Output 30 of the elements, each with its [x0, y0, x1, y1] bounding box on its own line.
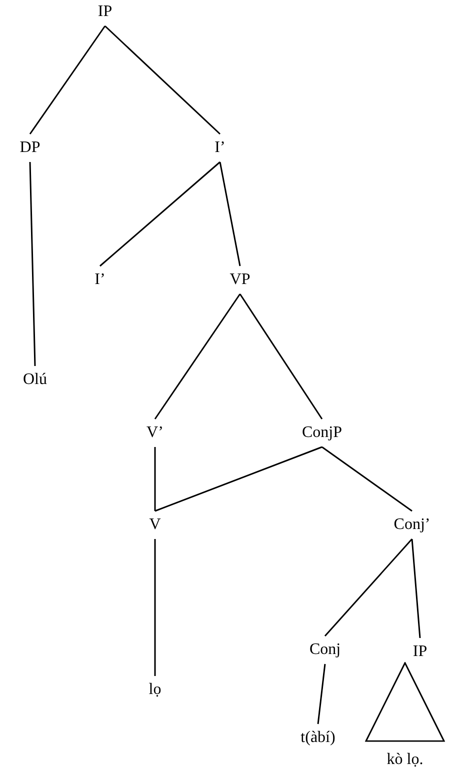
- branch-line: [324, 538, 413, 636]
- branch-line: [104, 25, 221, 135]
- branch-line: [29, 162, 36, 366]
- tree-node-label: VP: [230, 270, 250, 290]
- word-label: kò lọ.: [386, 750, 424, 770]
- tree-node-label: ConjP: [302, 423, 342, 443]
- branch-line: [239, 294, 323, 420]
- tree-node-label: IP: [412, 642, 428, 662]
- branch-line: [219, 162, 241, 266]
- branch-line: [411, 538, 421, 638]
- branch-line: [100, 161, 220, 267]
- branch-line: [29, 26, 106, 134]
- tree-node-label: IP: [98, 2, 112, 22]
- triangle-symbol: [365, 662, 445, 742]
- tree-node-label: I’: [94, 270, 106, 290]
- tree-node-label: DP: [20, 138, 40, 158]
- tree-node-label: lọ: [148, 680, 162, 700]
- tree-node-label: t(àbí): [300, 728, 336, 748]
- tree-node-label: V: [149, 515, 161, 535]
- tree-node-label: I’: [214, 138, 226, 158]
- branch-line: [154, 539, 156, 676]
- branch-line: [317, 664, 326, 724]
- tree-node-label: Olú: [23, 370, 47, 390]
- tree-node-label: Conj: [309, 640, 341, 660]
- tree-node-label: Conj’: [394, 515, 430, 535]
- tree-node-label: V’: [146, 423, 164, 443]
- branch-line: [322, 446, 412, 512]
- branch-line: [154, 447, 156, 511]
- branch-line: [154, 294, 241, 420]
- branch-line: [154, 446, 322, 512]
